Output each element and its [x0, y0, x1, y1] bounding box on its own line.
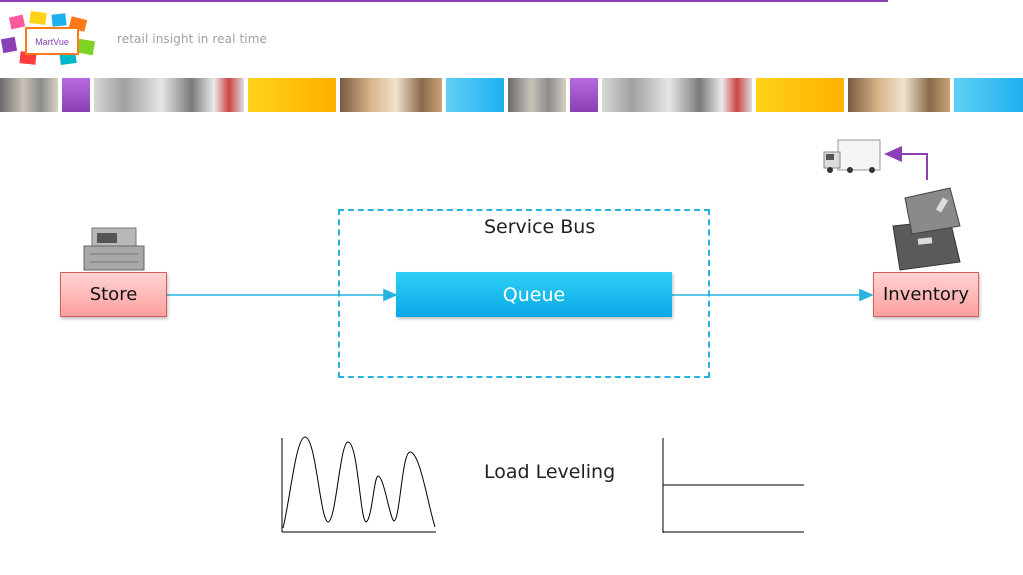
boxes-icon — [892, 187, 961, 271]
banner-photo-tile — [848, 78, 950, 112]
cash-register-icon — [83, 227, 145, 271]
banner-color-tile — [62, 78, 90, 112]
queue-node: Queue — [396, 272, 672, 317]
tagline: retail insight in real time — [117, 32, 267, 46]
banner-color-tile — [954, 78, 1023, 112]
banner-photo-tile — [508, 78, 566, 112]
store-node: Store — [60, 272, 167, 317]
martvue-logo: MartVue — [0, 10, 96, 66]
banner-photo-tile — [0, 78, 58, 112]
banner-photo-tile — [94, 78, 244, 112]
inventory-node: Inventory — [873, 272, 979, 317]
banner-photo-tile — [602, 78, 752, 112]
service-bus-boundary — [338, 209, 710, 378]
fluctuating-load-graph — [281, 436, 436, 533]
truck-icon — [823, 139, 881, 173]
inventory-label: Inventory — [883, 284, 969, 305]
queue-label: Queue — [502, 283, 566, 306]
store-label: Store — [89, 284, 138, 305]
image-banner — [0, 78, 1023, 112]
leveled-load-graph — [662, 438, 804, 533]
banner-color-tile — [570, 78, 598, 112]
banner-photo-tile — [340, 78, 442, 112]
logo-text: MartVue — [35, 37, 69, 47]
banner-color-tile — [446, 78, 504, 112]
banner-color-tile — [248, 78, 336, 112]
service-bus-label: Service Bus — [484, 216, 596, 238]
shipment-arrow — [884, 146, 928, 180]
load-leveling-label: Load Leveling — [484, 461, 616, 483]
top-accent-line — [0, 0, 888, 2]
banner-color-tile — [756, 78, 844, 112]
